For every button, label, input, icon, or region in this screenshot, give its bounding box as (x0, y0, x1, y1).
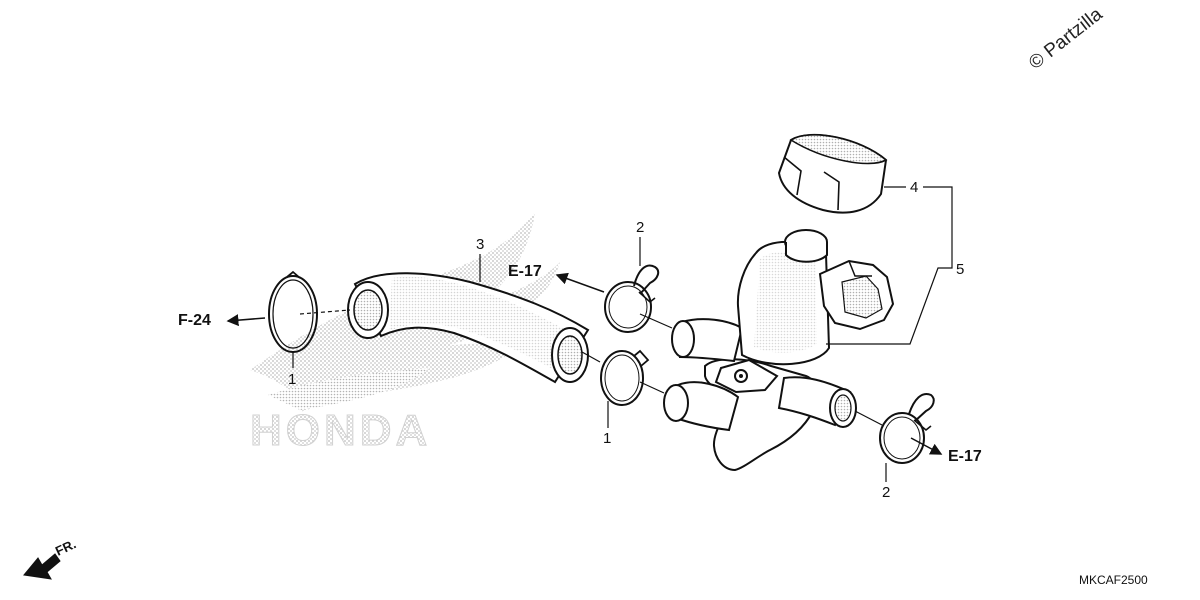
valve-solenoid-top-neck (785, 242, 828, 263)
hose-clamp-right-ring-inner (883, 416, 921, 460)
hose-clamp-top-latch (638, 291, 656, 304)
reference-right: E-17 (948, 448, 982, 465)
rubber-cap-top (789, 134, 888, 165)
breather-hose-end-left-inner (353, 289, 383, 331)
spring-clip-left (268, 270, 318, 353)
callout-valve-assembly: 5 (956, 261, 964, 278)
leader-line-clamp-to-valve-upper (639, 313, 673, 329)
reference-arrow-right-line (910, 437, 943, 455)
reference-labels: F-24 E-17 E-17 (178, 263, 982, 465)
reference-arrows (226, 272, 943, 455)
spring-clip-center-ring-inner (604, 354, 640, 402)
breather-hose (347, 272, 590, 384)
valve-upper-port-end (671, 320, 695, 358)
hose-clamp-top-ring (604, 281, 652, 333)
leader-line-clip-left-to-hose (299, 309, 351, 315)
front-indicator-label: FR. (53, 536, 78, 558)
callouts: 1 1 3 2 2 4 5 (288, 179, 964, 501)
reference-arrow-left-line (226, 314, 266, 327)
watermark-text: © Partzilla (1025, 4, 1107, 74)
reference-left: F-24 (178, 312, 211, 329)
valve-lower-port (674, 381, 740, 432)
spring-clip-center-tab (633, 349, 650, 367)
front-indicator: FR. (23, 536, 78, 580)
callout-hose: 3 (476, 236, 484, 253)
callout-clip-left: 1 (288, 371, 296, 388)
valve-solenoid-shade (754, 251, 817, 353)
callout-clamp-top: 2 (636, 219, 644, 236)
spring-clip-left-ring-outer (268, 275, 318, 353)
leader-line-valve-to-clamp-right (854, 410, 883, 426)
reference-arrow-top-line (555, 272, 605, 293)
hose-clamp-top (604, 264, 660, 333)
leader-line-clip-to-valve-lower (639, 381, 665, 394)
hose-clamp-right-ring (879, 412, 925, 464)
leader-lines (292, 186, 953, 482)
hose-clamp-right-lever (908, 393, 935, 422)
spring-clip-left-ring-inner (272, 279, 314, 349)
hose-clamp-right (879, 393, 935, 464)
hose-clamp-right-latch (913, 419, 932, 432)
spring-clip-center (600, 349, 650, 406)
reference-top-center: E-17 (508, 263, 542, 280)
diagram-code: MKCAF2500 (1079, 573, 1148, 587)
valve-right-port-end-inner (834, 394, 852, 422)
spring-clip-left-tab (286, 270, 301, 279)
hose-clamp-top-lever (633, 264, 660, 295)
watermark: © Partzilla (1025, 4, 1107, 74)
callout-cap: 4 (910, 179, 918, 196)
leader-line-hose-to-clip (581, 351, 601, 363)
rubber-cap (777, 133, 888, 214)
callout-clip-center: 1 (603, 430, 611, 447)
valve-bracket-bolt-center (739, 374, 743, 378)
breather-hose-end-right-inner (557, 335, 583, 375)
front-arrow-icon (23, 553, 61, 580)
leader-line-assembly-bracket (826, 186, 953, 345)
valve-assembly (663, 229, 895, 472)
valve-lower-port-end (663, 384, 689, 422)
breather-hose-shade (389, 276, 584, 373)
honda-logo-text: HONDA (250, 406, 431, 455)
rubber-cap-flat-left (783, 156, 802, 196)
spring-clip-center-ring (600, 350, 644, 406)
honda-wing-lower (268, 368, 430, 410)
rubber-cap-flat-right (823, 171, 840, 211)
valve-upper-port (678, 318, 744, 363)
valve-connector-latch (848, 260, 872, 277)
hose-clamp-top-ring-inner (608, 285, 648, 329)
callout-clamp-right: 2 (882, 484, 890, 501)
